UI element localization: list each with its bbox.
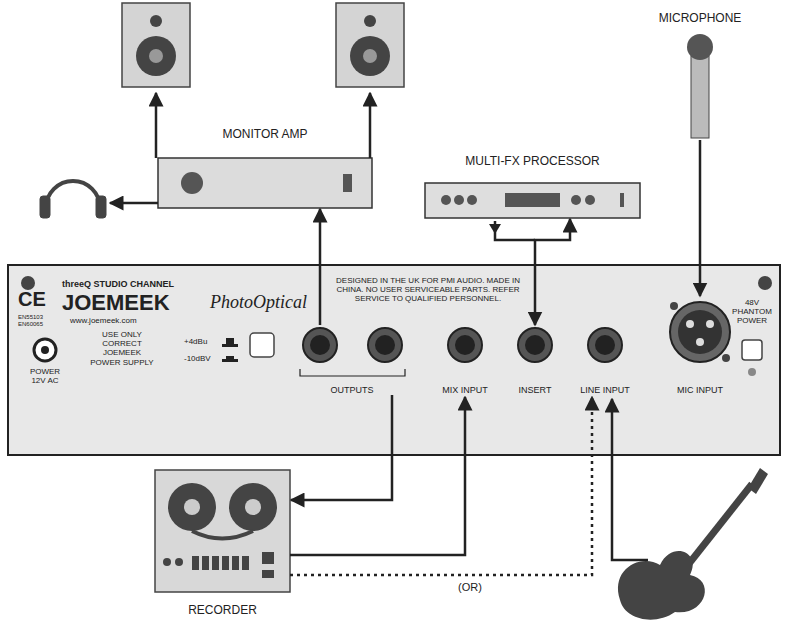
monitor-amp [158,158,372,208]
tape-recorder: RECORDER [155,470,290,592]
tape-recorder [155,470,290,592]
jack-label: LINE INPUT [576,325,634,395]
power-label: POWER 12V AC [23,367,67,385]
ce-mark: CE [18,288,46,311]
microphone: MICROPHONE [688,34,712,140]
device-label: MONITOR AMP [222,128,307,142]
device-label: INSERT [519,385,552,395]
xlr-socket [670,302,730,362]
standard-number: EN55103 [18,314,43,321]
rear-panel [8,265,780,455]
amp-wires [110,93,370,203]
jack-label: INSERT [515,325,556,395]
level-setting: +4dBu [184,337,207,346]
signal-connector [290,397,465,555]
signal-connector [699,140,702,296]
device-label: MULTI-FX PROCESSOR [465,155,599,169]
device-label: MIC INPUT [677,385,723,395]
signal-connector [535,219,570,325]
standard-number: EN60065 [18,321,43,328]
signal-connector [319,209,322,325]
signal-connector [290,397,592,575]
device-label: MICROPHONE [659,12,742,26]
multi-fx-rack [425,183,640,218]
panel-notice: DESIGNED IN THE UK FOR PMI AUDIO. MADE I… [330,276,526,304]
level-setting: -10dBV [184,354,211,363]
product-name: threeQ STUDIO CHANNEL [62,279,174,289]
outputs-bracket [300,369,405,376]
power-warning: USE ONLY CORRECT JOEMEEK POWER SUPPLY [87,330,157,367]
effects-processor: MULTI-FX PROCESSOR [425,183,640,218]
speaker [336,3,404,87]
microphone [687,34,713,138]
connector-label: (OR) [455,581,485,594]
insert-return-wire [489,221,535,240]
device-label: OUTPUTS [330,385,373,395]
photooptical-logo: PhotoOptical [210,292,307,313]
headphones [40,181,106,218]
jack-label: MIX INPUT [438,325,492,395]
jack-socket [303,328,622,362]
phantom-power-label: 48V PHANTOM POWER [727,298,777,326]
jack-label: OUTPUTS [297,325,407,395]
device-label: MIX INPUT [442,385,488,395]
signal-connector [291,395,392,500]
device-label: LINE INPUT [580,385,630,395]
speaker [122,3,190,87]
monitor-amp: MONITOR AMP [158,158,372,208]
device-label: RECORDER [188,604,257,618]
jack-label: MIC INPUT [665,296,735,395]
brand-logo: JOEMEEK [62,290,170,315]
electric-guitar [612,399,768,620]
web-address: www.joemeek.com [70,316,137,325]
